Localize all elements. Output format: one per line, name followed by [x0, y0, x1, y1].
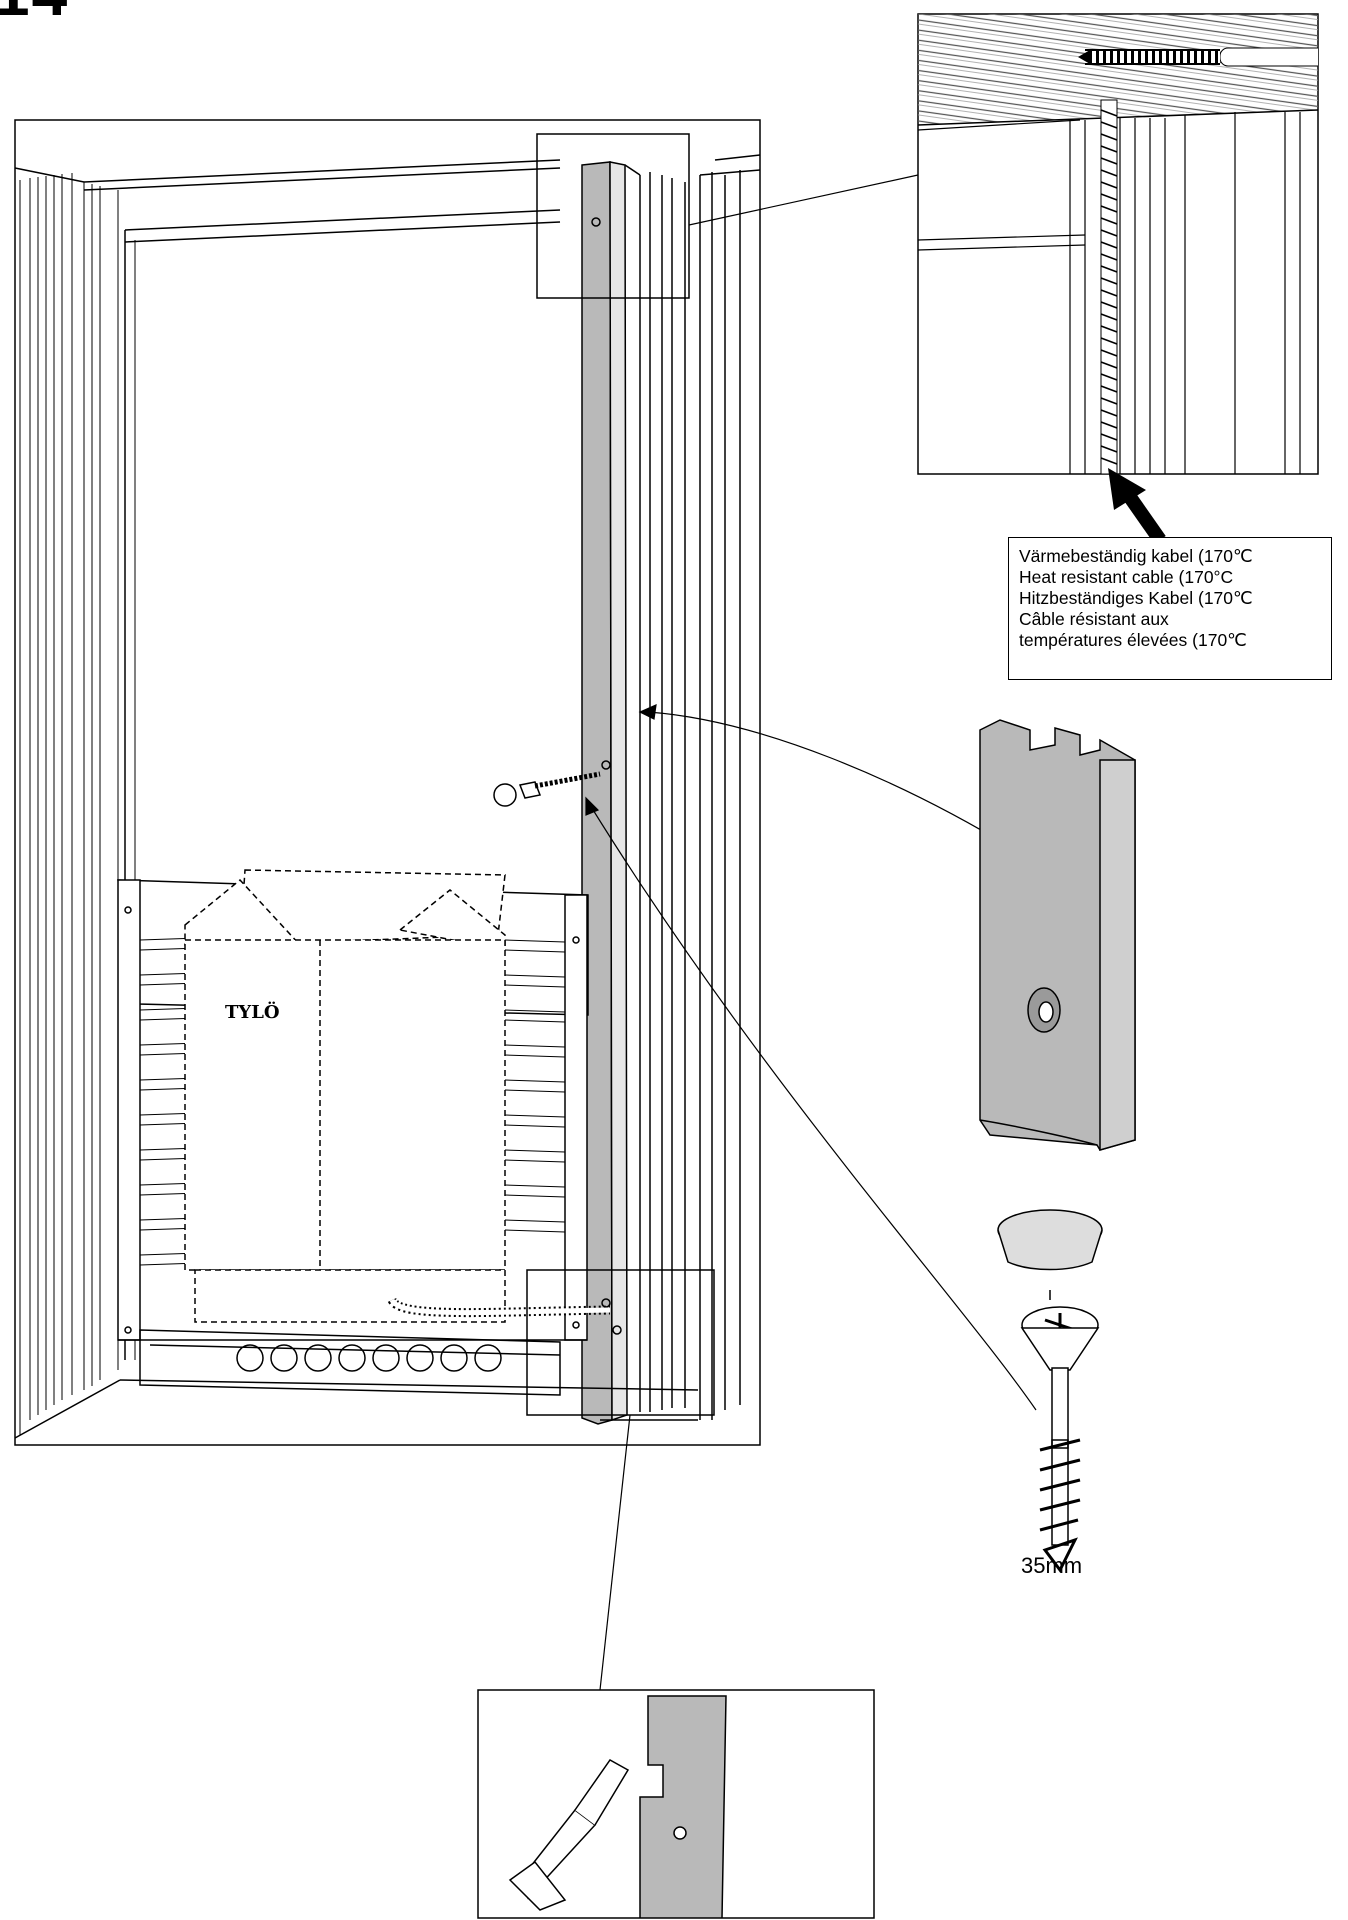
detail-box-bottom [526, 1269, 715, 1416]
cable-label-fr-1: Câble résistant aux [1019, 609, 1169, 629]
main-view-frame [14, 119, 761, 1446]
main-screw [493, 771, 601, 807]
vertical-panel [581, 161, 686, 1425]
main-view: TYLÖ [14, 119, 761, 1446]
bottom-detail [477, 1689, 875, 1919]
detail-box-top [536, 133, 690, 299]
screw-length-label: 35mm [1021, 1553, 1083, 1578]
cable-label-en: Heat resistant cable (170°C [1019, 567, 1234, 587]
screw-detail [997, 1209, 1103, 1573]
cable-callout: Värmebeständig kabel (170℃ Heat resistan… [1008, 537, 1332, 680]
cable-label-sv: Värmebeständig kabel (170℃ [1019, 546, 1253, 566]
panel-detail [979, 719, 1136, 1151]
sauna-heater [184, 869, 506, 1323]
cable-label-fr-2: températures élevées (170℃ [1019, 630, 1247, 650]
heater-brand-logo: TYLÖ [225, 1000, 280, 1023]
left-wall-panels [19, 173, 136, 1435]
step-number: 14 [0, 0, 69, 30]
ceiling-lines [14, 154, 761, 1420]
leader-lines [585, 174, 1037, 1691]
bottom-vent [139, 1329, 561, 1396]
top-right-detail [917, 13, 1319, 545]
cable-label-de: Hitzbeständiges Kabel (170℃ [1019, 588, 1253, 608]
